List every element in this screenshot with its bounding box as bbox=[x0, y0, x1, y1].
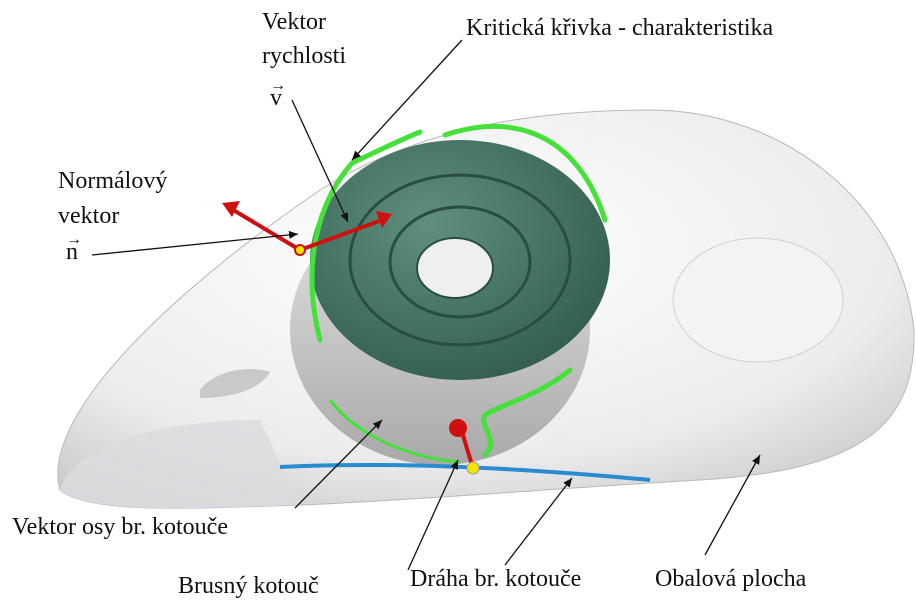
envelope-hole bbox=[673, 238, 843, 362]
label-velocity-vector-1: Vektor bbox=[262, 8, 326, 36]
label-normal-symbol: → n bbox=[66, 240, 80, 264]
label-grinding-wheel: Brusný kotouč bbox=[178, 572, 319, 600]
label-wheel-path: Dráha br. kotouče bbox=[410, 565, 581, 593]
wheel-hole bbox=[417, 238, 493, 298]
label-envelope-surface: Obalová plocha bbox=[655, 565, 806, 593]
axis-vector-head bbox=[449, 419, 467, 437]
label-velocity-symbol: → v bbox=[270, 86, 284, 110]
label-normal-vector-1: Normálový bbox=[58, 167, 167, 195]
label-critical-curve: Kritická křivka - charakteristika bbox=[466, 14, 773, 42]
vector-origin-point bbox=[295, 245, 305, 255]
normal-arrow-glyph: → bbox=[66, 228, 80, 252]
label-axis-vector: Vektor osy br. kotouče bbox=[12, 513, 228, 541]
contact-point bbox=[467, 462, 479, 474]
velocity-arrow-glyph: → bbox=[270, 74, 284, 98]
label-velocity-vector-2: rychlosti bbox=[262, 42, 346, 70]
label-normal-vector-2: vektor bbox=[58, 202, 119, 230]
